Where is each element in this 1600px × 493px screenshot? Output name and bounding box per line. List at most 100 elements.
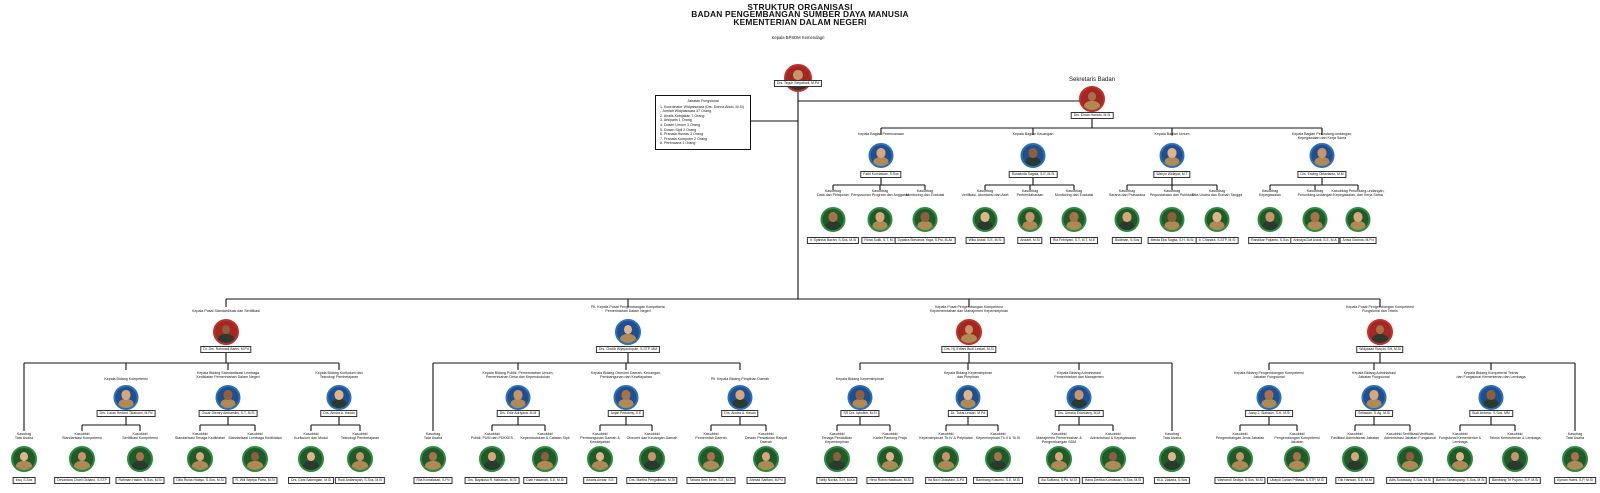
person-name: Dik Hansan, S.E, M.M (1335, 477, 1375, 484)
avatar (1309, 143, 1335, 168)
avatar (1066, 385, 1092, 410)
avatar (933, 446, 959, 472)
avatar (1079, 86, 1105, 112)
person-name: Ir. Chandra, S.STP, M.Si (1195, 237, 1239, 244)
avatar-face (1570, 451, 1580, 462)
person-name: Drs. Aindra A. Hasan (721, 410, 759, 417)
avatar-face (223, 390, 233, 400)
avatar (1114, 207, 1140, 232)
avatar (1159, 446, 1185, 472)
person-name: Wiku Astuti, S.E, M.Si (965, 237, 1005, 244)
avatar (1502, 446, 1528, 472)
avatar-face (487, 451, 497, 462)
avatar-face (885, 451, 895, 462)
avatar-body (1347, 460, 1363, 470)
avatar-body (829, 460, 845, 470)
person-name: Dyastra Stevanus Yoga, S.Psi, M.Ak (894, 237, 956, 244)
avatar-body (192, 460, 208, 470)
person-name: Budiman, S.Sos (1111, 237, 1143, 244)
avatar-face (1375, 324, 1385, 335)
avatar (1397, 446, 1423, 472)
person-name: Bambang Kusumo, S.E, M.Si (973, 477, 1023, 484)
avatar-body (118, 399, 134, 408)
person-name: Oscar Dientry Ambarsiks, S.T, M.Si (198, 410, 258, 417)
avatar (127, 446, 153, 472)
role-title: Kasubbid Teknis Kementerian & Lembaga (1489, 432, 1541, 441)
person-name: Fikral Sutik, S.T, M.T (861, 237, 899, 244)
avatar-body (1350, 221, 1366, 230)
avatar (824, 446, 850, 472)
avatar-body (1084, 100, 1100, 110)
role-title: Kasubbid Pemerintah Daerah (695, 432, 727, 441)
avatar (753, 446, 779, 472)
avatar-body (1507, 460, 1523, 470)
avatar (1159, 207, 1185, 232)
person-name: Budi Astomo, S.Sos, MM (1469, 410, 1513, 417)
person-name: Drs. Erwing Oktavianto, M.M (1297, 171, 1347, 178)
avatar-body (1209, 221, 1225, 230)
avatar (955, 385, 981, 410)
person-name: Rila Komalasari, S.Pd (413, 477, 453, 484)
avatar-face (1054, 451, 1064, 462)
role-title: Kepala Bagian Umum (1154, 132, 1190, 136)
avatar-face (250, 451, 260, 462)
avatar-body (703, 460, 719, 470)
avatar-body (352, 460, 368, 470)
person-name: Drs. Gani Sakengiari, M.Si (288, 477, 334, 484)
role-title: Kasubbag Perpustakaan dan Publikasi (1149, 189, 1195, 198)
avatar-body (917, 221, 933, 230)
person-name: Setiawan, S.Ag, M.Si (1355, 410, 1393, 417)
avatar-face (828, 212, 838, 222)
avatar (1345, 207, 1371, 232)
avatar-face (77, 451, 87, 462)
person-name: Hana Dertika Kurniawan, S.Sos, M.Si (1081, 477, 1145, 484)
avatar-face (1108, 451, 1118, 462)
role-title: Kasubbid Administrasi & Kepegawaian (1090, 432, 1136, 441)
avatar (1159, 143, 1185, 168)
person-name: Fathi Kurniawan, S.Sos (860, 171, 902, 178)
avatar-body (873, 157, 889, 166)
person-name: Heru Robin Hasibuan, M.Si (866, 477, 914, 484)
person-name: Ika Sulfiana, S.Pd, M.Si (1038, 477, 1080, 484)
avatar-body (1164, 157, 1180, 166)
avatar-body (1402, 460, 1418, 470)
avatar (1284, 446, 1310, 472)
avatar-face (595, 451, 605, 462)
avatar-body (618, 399, 634, 408)
person-name: Ubaydi Carlan Pribasa, S.STP, M.Si (1267, 477, 1327, 484)
avatar-face (980, 212, 990, 222)
avatar-body (1567, 460, 1583, 470)
person-name: Rahman Hakim, S.Sos, M.Si (115, 477, 165, 484)
avatar-face (1167, 148, 1177, 158)
avatar-face (1028, 148, 1038, 158)
functional-line: 2. Analis Kebijakan 7 Orang (660, 113, 705, 118)
avatar (820, 207, 846, 232)
person-name: Diah Hasanah, S.E, M.Si (523, 477, 567, 484)
person-name: Adis Sunawaty, S.Sos, M.Si (1386, 477, 1434, 484)
chart-title-line2: BADAN PENGEMBANGAN SUMBER DAYA MANUSIA (691, 9, 909, 19)
avatar-body (1261, 399, 1277, 408)
avatar (1061, 207, 1087, 232)
avatar-body (1164, 221, 1180, 230)
role-title: Kepala Pusat Standardisasi dan Sertifika… (192, 309, 260, 313)
person-name: Drs. Lucas Herbert Tikakuan, M.Pd (96, 410, 156, 417)
avatar-face (1087, 91, 1097, 102)
role-title: Kasubbag Monitoring dan Evaluasi (905, 189, 945, 198)
avatar (1257, 207, 1283, 232)
functional-line: 8. Perencana 1 Orang (660, 141, 696, 146)
person-name: Ir. Syahrial Bachri, S.Sos, M.Si (806, 237, 860, 244)
avatar (784, 64, 812, 92)
avatar-body (220, 399, 236, 408)
avatar-body (1307, 221, 1323, 230)
avatar-body (1025, 157, 1041, 166)
role-title: Plt. Kepala Pusat Pengembangan Kompetens… (591, 305, 665, 314)
avatar-body (1164, 460, 1180, 470)
person-name: Ita Novi Oktaviani, S.Pd (925, 477, 967, 484)
person-name: Randikar Pujianto, S.Sos (1248, 237, 1292, 244)
role-title: Kasubbag Kepegawaian (1259, 189, 1281, 198)
person-name: Anjali Pettusmy, S.E (607, 410, 645, 417)
person-name: Dr. Tulus Lestari, M.Pd (947, 410, 989, 417)
avatar (242, 446, 268, 472)
functional-line: - Jumlah Widyaiswara 37 Orang (660, 109, 712, 114)
avatar (1342, 446, 1368, 472)
